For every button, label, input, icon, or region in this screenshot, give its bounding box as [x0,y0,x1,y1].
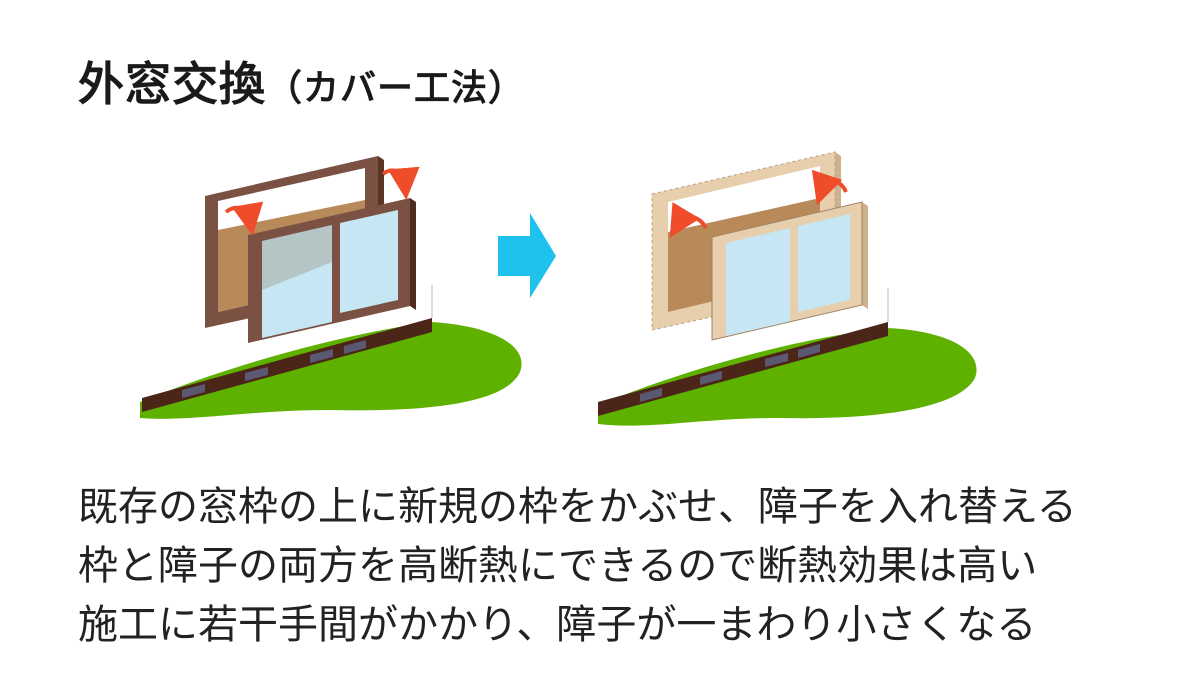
curl-arrow-icon [381,166,420,200]
transition-arrow-icon [498,213,556,298]
curl-arrow-icon [811,169,848,206]
description-line: 施工に若干手間がかかり、障子が一まわり小さくなる [78,602,1037,648]
old-sash [248,198,416,343]
description-line: 既存の窓枠の上に新規の枠をかぶせ、障子を入れ替える [78,484,1077,530]
wall-base-left [142,318,432,412]
before-scene [140,156,522,419]
description-line: 枠と障子の両方を高断熱にできるので断熱効果は高い [78,543,1038,589]
curl-arrow-icon [224,201,264,236]
after-scene [598,151,977,426]
curl-arrow-icon [669,202,708,238]
grass-left [140,322,522,419]
grass-right [598,328,977,426]
illustration [140,151,977,426]
wall-base-vents-left [182,340,366,398]
description-lines: 既存の窓枠の上に新規の枠をかぶせ、障子を入れ替える 枠と障子の両方を高断熱にでき… [78,478,1077,655]
title-main: 外窓交換 [78,57,266,111]
new-sash [711,201,868,341]
wall-base-vents-right [640,344,820,402]
title-sub: （カバー工法） [266,68,526,109]
page-title: 外窓交換（カバー工法） [78,48,525,114]
